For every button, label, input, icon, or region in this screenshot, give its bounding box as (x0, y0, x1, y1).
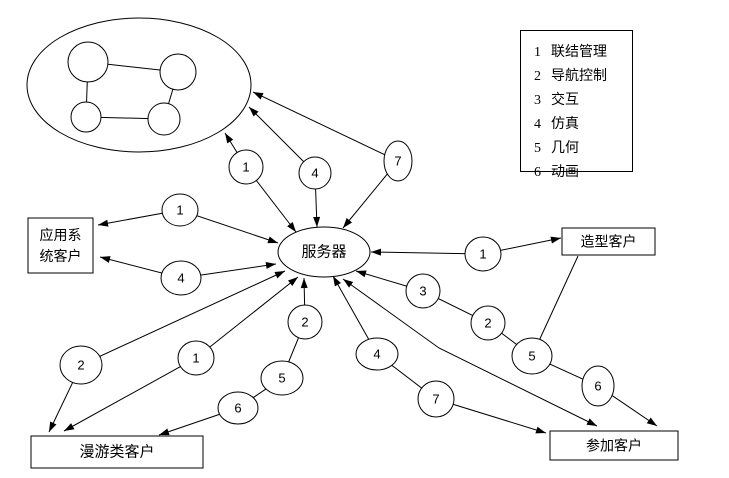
link-circle-mid-4: 4 (355, 337, 399, 371)
edge-network-server-via-1 (224, 132, 297, 233)
link-circle-top-4: 4 (298, 156, 332, 190)
link-circle-label: 2 (301, 315, 308, 330)
arrowhead (253, 92, 264, 100)
link-circle-label: 7 (394, 154, 401, 169)
edge-server-join-via-3-2-5-6 (355, 270, 658, 427)
server-label: 服务器 (301, 244, 346, 261)
link-circle-label: 4 (373, 347, 380, 362)
link-circle-label: 5 (528, 349, 535, 364)
arrowhead (333, 276, 341, 287)
roaming-client: 漫游类客户 (30, 435, 204, 469)
link-circle-label: 1 (192, 351, 199, 366)
link-circle-label: 2 (77, 358, 84, 373)
app-client-label: 应用系 (40, 227, 82, 243)
link-circle-top-7: 7 (383, 140, 413, 182)
server-node: 服务器 (277, 226, 371, 278)
arrowhead (265, 261, 276, 269)
arrowhead (287, 277, 298, 286)
link-circle-label: 1 (242, 160, 249, 175)
link-circle-label: 3 (419, 284, 426, 299)
arrowhead (356, 270, 367, 278)
link-circle-label: 6 (594, 379, 601, 394)
arrowhead (49, 421, 57, 432)
edge-server-join-via-4-7 (332, 275, 547, 434)
arrowhead (313, 216, 321, 227)
link-circle-right-3: 3 (405, 273, 441, 309)
modeling-client-label: 造型客户 (581, 234, 637, 250)
arrowhead (274, 271, 285, 279)
link-circle-left-4: 4 (160, 260, 202, 296)
app-client-label: 统客户 (40, 248, 82, 264)
arrowhead (64, 423, 75, 431)
link-circle-right-5: 5 (511, 337, 553, 375)
arrowhead (100, 256, 111, 263)
arrowhead (550, 236, 561, 244)
arrowhead (300, 278, 308, 289)
arrowhead (267, 236, 278, 244)
link-circle-label: 1 (176, 203, 183, 218)
link-circle-label: 7 (432, 392, 439, 407)
link-circle-right-6: 6 (581, 365, 615, 407)
link-circle-mid-2: 2 (287, 304, 323, 340)
arrowhead (586, 418, 597, 426)
link-circle-bottomleft-1: 1 (177, 340, 215, 376)
arrowhead (249, 107, 259, 117)
link-circle-label: 6 (234, 401, 241, 416)
link-circle-label: 1 (479, 247, 486, 262)
arrowhead (98, 219, 109, 227)
network-cloud (26, 17, 252, 153)
link-circle-bottomleft-2: 2 (59, 345, 103, 385)
link-circle-top-1: 1 (228, 149, 264, 185)
arrowhead (225, 133, 234, 144)
roaming-client-label: 漫游类客户 (79, 444, 154, 461)
network-node (159, 53, 197, 91)
link-circle-label: 4 (311, 166, 318, 181)
network-node (70, 101, 102, 133)
join-client-label: 参加客户 (586, 438, 642, 454)
link-circle-mid-5: 5 (260, 360, 304, 396)
arrowhead (535, 426, 546, 434)
link-circle-mid-6: 6 (217, 391, 259, 425)
link-circle-right-1: 1 (464, 236, 502, 272)
link-circle-mid-7: 7 (417, 380, 455, 418)
join-client: 参加客户 (549, 430, 679, 461)
arrowhead (343, 218, 353, 228)
modeling-client: 造型客户 (561, 227, 656, 256)
edge-server-join-via-1 (342, 278, 598, 427)
arrowhead (343, 279, 354, 288)
arrowhead (159, 428, 170, 436)
edge-network-server-via-7 (252, 91, 399, 229)
network-node (67, 41, 109, 83)
arrowhead (646, 417, 657, 426)
link-circle-right-2: 2 (470, 305, 506, 341)
link-circle-label: 2 (484, 316, 491, 331)
arrowhead (371, 248, 382, 256)
link-circle-label: 4 (177, 271, 184, 286)
link-circle-label: 5 (278, 371, 285, 386)
network-node (147, 102, 181, 136)
arrowhead (287, 221, 296, 232)
link-circle-left-1: 1 (161, 193, 199, 227)
